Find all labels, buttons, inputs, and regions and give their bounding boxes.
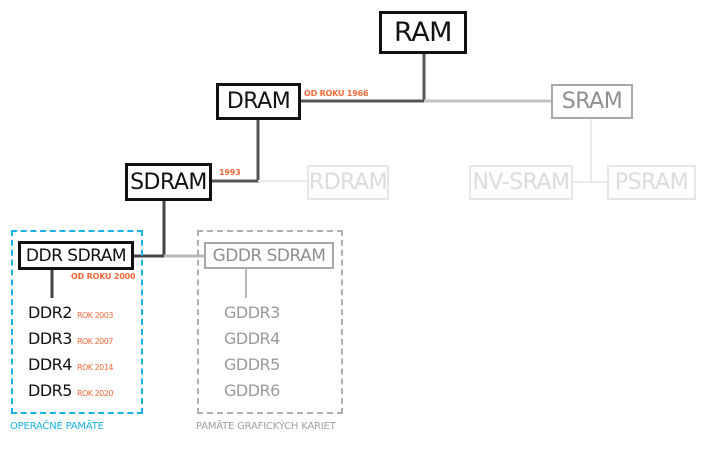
group-graficke-pamate	[197, 230, 343, 414]
gddr-generation-item: GDDR5	[224, 355, 280, 374]
ddr-generation-year: ROK 2020	[76, 389, 114, 398]
node-ram-label: RAM	[394, 17, 452, 48]
node-sram-label: SRAM	[561, 89, 623, 114]
gddr-generation-item: GDDR4	[224, 329, 280, 348]
node-sdram-label: SDRAM	[130, 169, 207, 195]
ddr-generation-name: DDR5	[28, 381, 72, 400]
gddr-generation-item: GDDR6	[224, 381, 280, 400]
node-psram: PSRAM	[607, 165, 696, 200]
node-ddr-sdram-label: DDR SDRAM	[25, 245, 127, 266]
group-caption-main-memory: OPERAČNÉ PAMÄTE	[10, 421, 104, 432]
node-gddr-sdram-label: GDDR SDRAM	[212, 245, 326, 266]
group-caption-graphics-memory: PAMÄTE GRAFICKÝCH KARIET	[196, 421, 336, 432]
ddr-generation-name: DDR4	[28, 355, 72, 374]
node-nv-sram-label: NV-SRAM	[472, 170, 570, 195]
note-ddr-sdram-year: OD ROKU 2000	[71, 272, 136, 281]
ddr-generation-name: DDR2	[28, 303, 72, 322]
ddr-generation-year: ROK 2003	[76, 311, 114, 320]
node-psram-label: PSRAM	[614, 170, 689, 195]
node-dram-label: DRAM	[226, 89, 291, 114]
node-rdram: RDRAM	[307, 165, 389, 200]
node-sdram: SDRAM	[125, 163, 212, 201]
ddr-generation-year: ROK 2007	[76, 337, 114, 346]
note-dram-year: OD ROKU 1966	[304, 89, 369, 98]
node-nv-sram: NV-SRAM	[469, 165, 573, 200]
node-ddr-sdram: DDR SDRAM	[18, 241, 134, 270]
note-sdram-year: 1993	[219, 168, 241, 177]
node-dram: DRAM	[216, 83, 301, 120]
node-ram: RAM	[379, 11, 467, 54]
ddr-generation-item: DDR2 ROK 2003	[28, 303, 113, 322]
node-rdram-label: RDRAM	[308, 170, 388, 195]
ddr-generation-name: DDR3	[28, 329, 72, 348]
ddr-generation-item: DDR3 ROK 2007	[28, 329, 113, 348]
gddr-generation-item: GDDR3	[224, 303, 280, 322]
ddr-generation-item: DDR4 ROK 2014	[28, 355, 113, 374]
ddr-generation-year: ROK 2014	[76, 363, 114, 372]
node-sram: SRAM	[551, 84, 633, 119]
node-gddr-sdram: GDDR SDRAM	[204, 242, 334, 269]
ddr-generation-item: DDR5 ROK 2020	[28, 381, 113, 400]
group-operacne-pamate	[11, 230, 143, 414]
